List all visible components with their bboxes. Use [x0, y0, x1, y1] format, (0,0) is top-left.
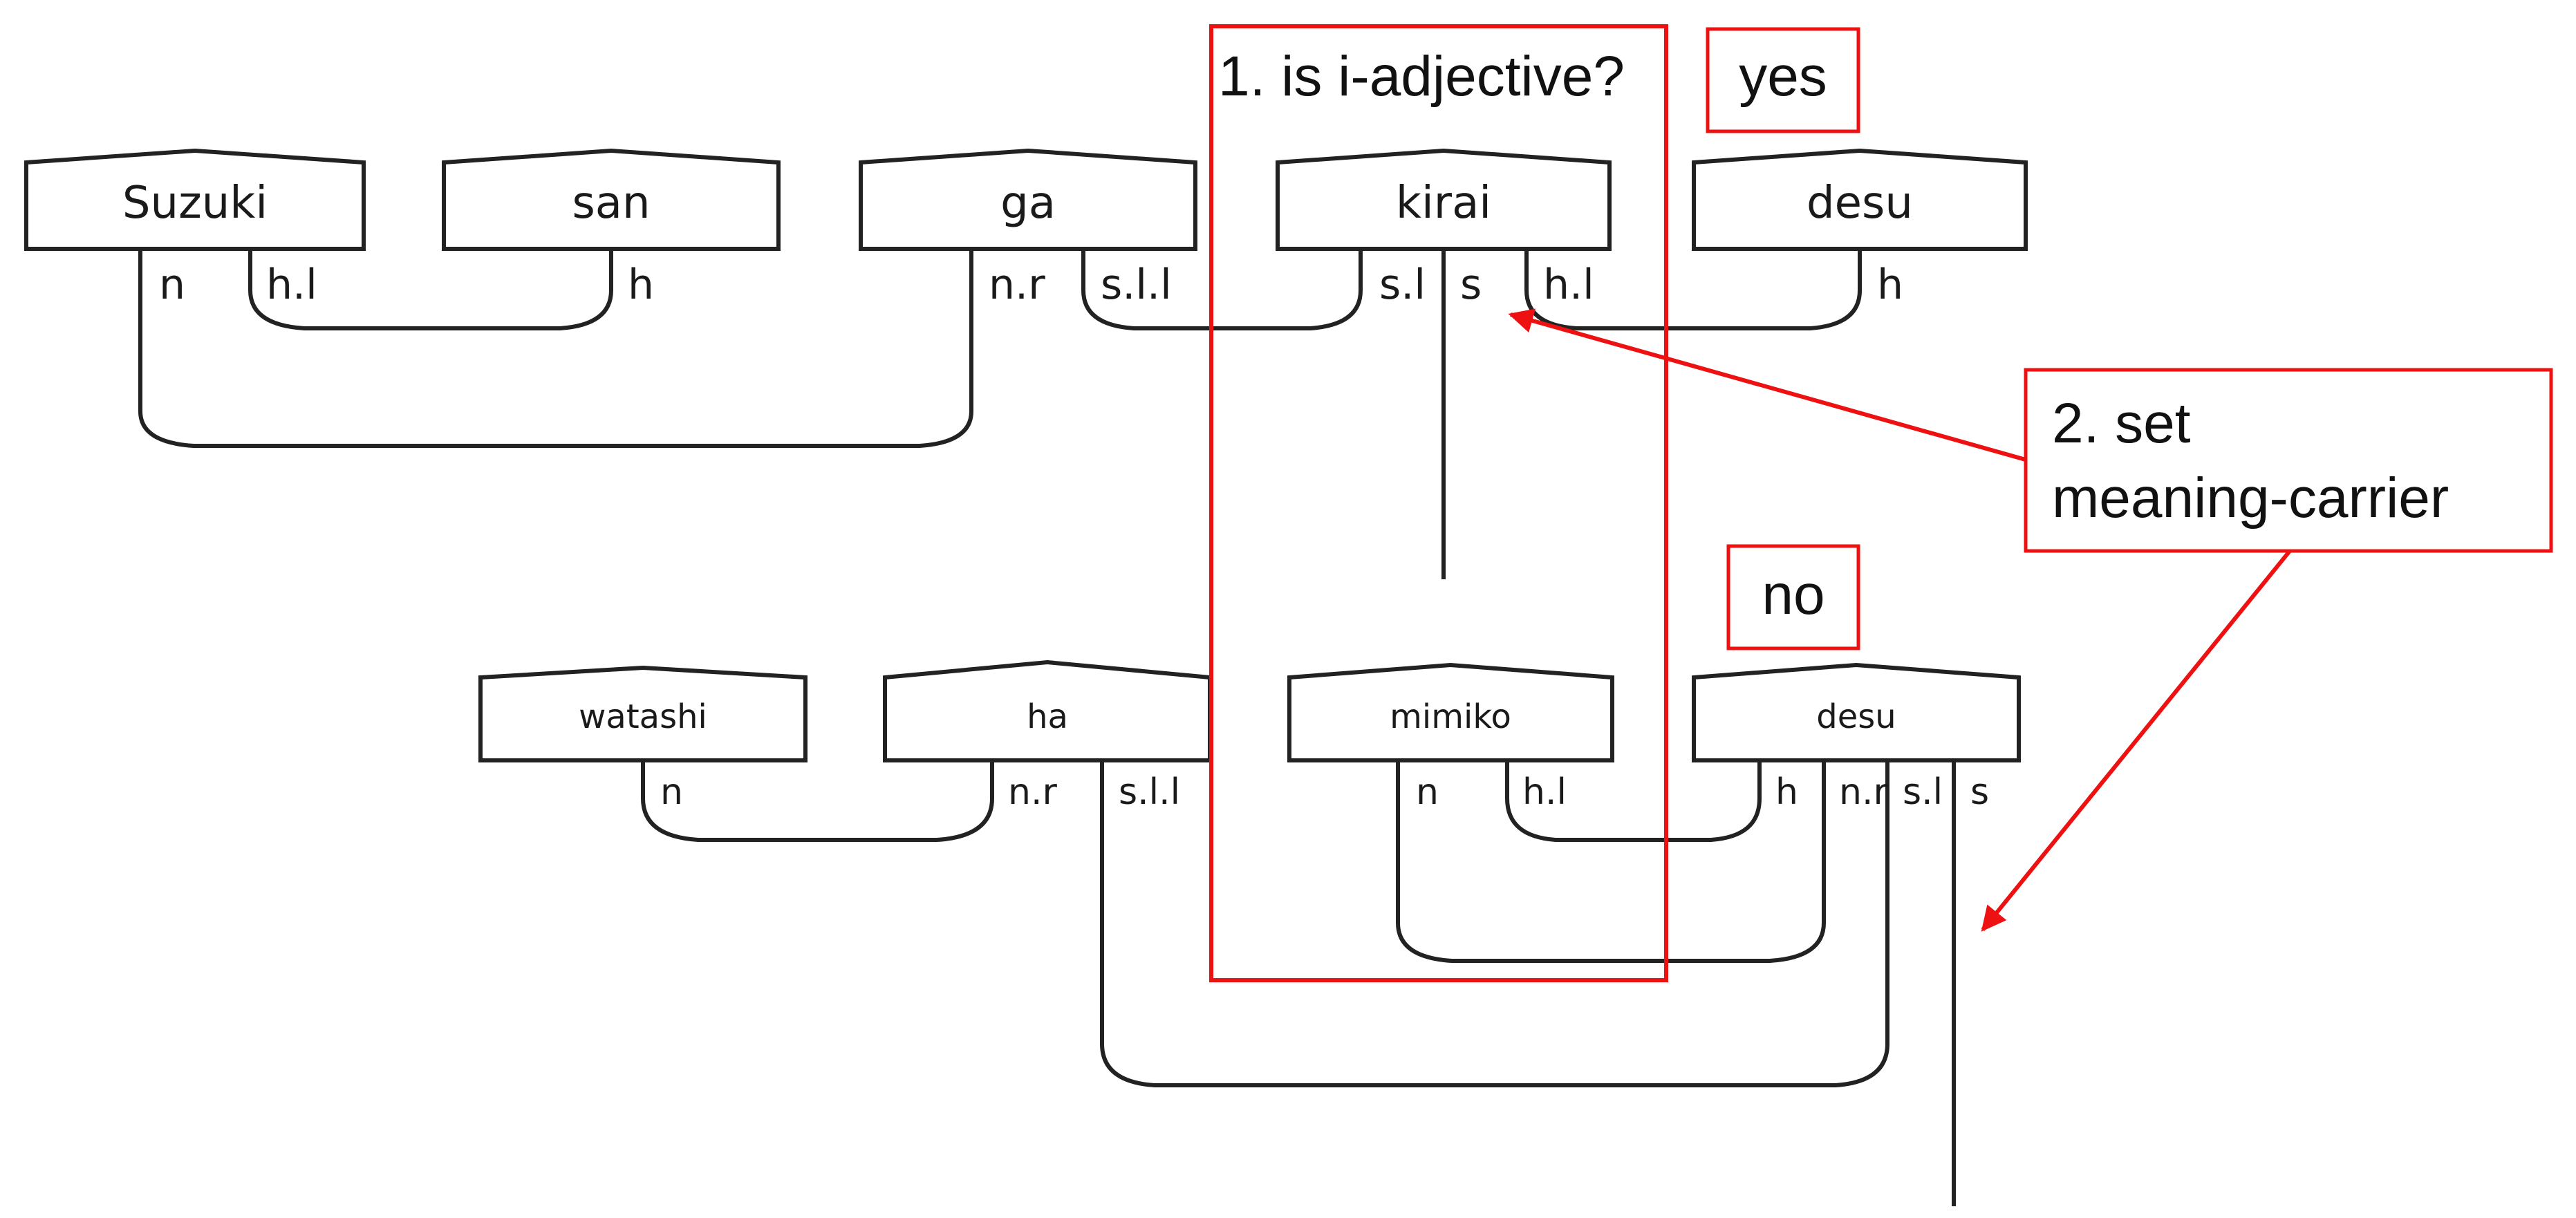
- port-label-nr: n.r: [1008, 771, 1057, 813]
- wire-suzuki-hl-san-h: [248, 249, 613, 330]
- port-label-h: h: [628, 261, 654, 309]
- port-label-s: s: [1970, 771, 1989, 813]
- word-box-mimiko: mimiko: [1287, 662, 1614, 762]
- word-box-san: san: [442, 148, 781, 251]
- word-label: desu: [1807, 178, 1913, 229]
- port-label-nr: n.r: [1839, 771, 1888, 813]
- row2-wires: [641, 760, 1956, 1206]
- row2-port-labels: n n.r s.l.l n h.l h n.r s.l s: [660, 771, 1989, 813]
- no-label: no: [1762, 563, 1824, 626]
- word-label: desu: [1816, 697, 1896, 736]
- word-label: ga: [1000, 178, 1056, 229]
- port-label-n: n: [660, 771, 683, 813]
- arrow-to-kirai-s: [1508, 308, 2026, 462]
- wire-ga-sll-kirai-sl: [1081, 249, 1363, 330]
- word-label: Suzuki: [122, 178, 268, 229]
- yes-label: yes: [1739, 45, 1827, 108]
- word-label: san: [572, 178, 650, 229]
- row1-wires: [138, 249, 1862, 579]
- port-label-n: n: [159, 261, 185, 309]
- port-label-s: s: [1460, 261, 1482, 309]
- arrow-to-desu-s: [1981, 550, 2292, 932]
- wire-ha-sll-desu-sl: [1100, 760, 1889, 1087]
- port-label-hl: h.l: [1543, 261, 1594, 309]
- word-box-ga: ga: [859, 148, 1197, 251]
- word-box-kirai: kirai: [1276, 148, 1612, 251]
- step2-label-line1: 2. set: [2052, 392, 2191, 455]
- yes-box: [1706, 27, 1860, 133]
- port-label-sll: s.l.l: [1101, 261, 1172, 309]
- port-label-hl: h.l: [266, 261, 317, 309]
- port-label-nr: n.r: [989, 261, 1045, 309]
- word-box-desu-2: desu: [1692, 662, 2021, 762]
- wire-mimiko-n-desu-nr: [1396, 760, 1826, 963]
- step2-label-line2: meaning-carrier: [2052, 467, 2449, 530]
- row1-port-labels: n h.l h n.r s.l.l s.l s h.l h: [159, 261, 1903, 309]
- port-label-h: h: [1877, 261, 1903, 309]
- annotations: 1. is i-adjective? yes no 2. set meaning…: [1209, 24, 2553, 982]
- word-box-desu-1: desu: [1692, 148, 2028, 251]
- port-label-n: n: [1416, 771, 1439, 813]
- port-label-sll: s.l.l: [1119, 771, 1180, 813]
- highlight-kirai-mimiko: [1209, 24, 1668, 982]
- no-box: [1726, 544, 1860, 650]
- port-label-h: h: [1775, 771, 1798, 813]
- wire-mimiko-hl-desu-h: [1505, 760, 1762, 842]
- word-label: kirai: [1396, 178, 1491, 229]
- port-label-hl: h.l: [1522, 771, 1567, 813]
- port-label-sl: s.l: [1903, 771, 1943, 813]
- word-box-suzuki: Suzuki: [24, 148, 366, 251]
- word-label: watashi: [579, 697, 707, 736]
- step1-label: 1. is i-adjective?: [1218, 45, 1625, 108]
- word-box-ha: ha: [883, 659, 1212, 762]
- word-label: ha: [1027, 697, 1068, 736]
- port-label-sl: s.l: [1379, 261, 1426, 309]
- wire-watashi-n-ha-nr: [641, 760, 994, 842]
- wire-kirai-hl-desu-h: [1524, 249, 1862, 330]
- word-label: mimiko: [1390, 697, 1511, 736]
- word-box-watashi: watashi: [478, 665, 808, 762]
- wire-suzuki-n-ga-nr: [138, 249, 973, 448]
